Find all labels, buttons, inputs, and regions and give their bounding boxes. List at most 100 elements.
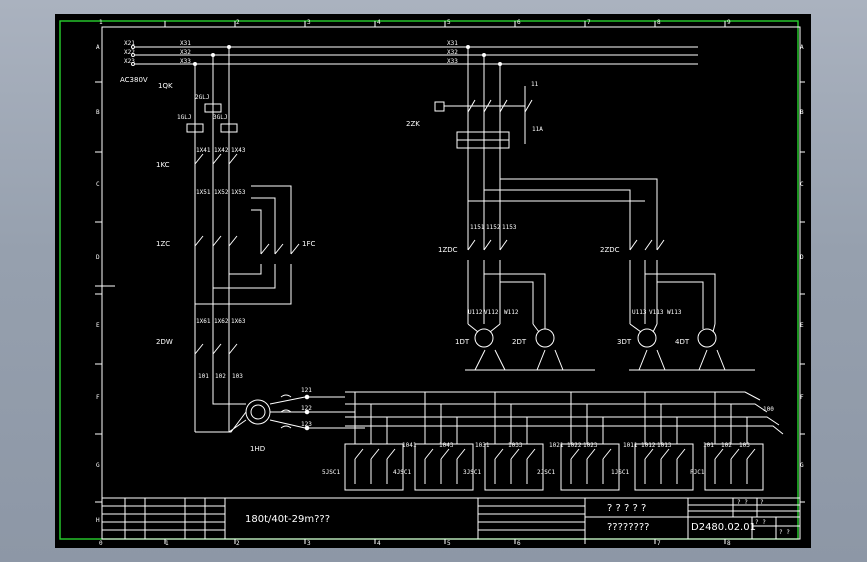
breaker-label: 1QK xyxy=(158,82,173,90)
electrical-schematic: 1 2 3 4 5 6 7 8 9 A B C D E F G H A B C … xyxy=(59,19,805,547)
drawing-canvas: 1 2 3 4 5 6 7 8 9 A B C D E F G H A B C … xyxy=(55,14,811,548)
aux-label-11a: 11A xyxy=(532,126,543,133)
limit-wire-102: 102 xyxy=(721,442,732,449)
wire-label-1x61: 1X61 xyxy=(196,318,211,325)
grid-row-d-right: D xyxy=(800,254,804,261)
limit-wire-1022: 1022 xyxy=(567,442,582,449)
grid-col-7: 7 xyxy=(587,19,591,26)
supply-bus: X21 X22 X23 X31 X32 X33 X31 X32 X33 AC38… xyxy=(120,40,698,90)
wire-label-1x43: 1X43 xyxy=(231,147,246,154)
grid-row-e-left: E xyxy=(96,322,100,329)
grid-bottom-5: 5 xyxy=(447,540,451,547)
limit-group-1jsc1: 1JSC1 xyxy=(611,469,629,476)
drawing-frame xyxy=(101,26,801,540)
relay-label-2dw: 2DW xyxy=(156,338,173,346)
grid-bottom-2: 2 xyxy=(236,540,240,547)
grid-row-e-right: E xyxy=(800,322,804,329)
limit-wire-1013: 1013 xyxy=(657,442,672,449)
sheet-border xyxy=(59,20,799,540)
wire-label-1x62: 1X62 xyxy=(214,318,229,325)
limit-wire-1023: 1023 xyxy=(583,442,598,449)
title-code-b: ? xyxy=(760,499,764,506)
limit-wire-103: 103 xyxy=(739,442,750,449)
motor-wire-label-u113: U113 xyxy=(632,309,647,316)
bus-label-right-x31: X31 xyxy=(447,40,458,47)
wire-label-101: 101 xyxy=(198,373,209,380)
limit-switch-section: 100 5JSC1 4JSC1 3JSC1 2JSC1 1JSC1 FJC1 1… xyxy=(307,391,784,491)
motor-label-3dt: 3DT xyxy=(617,338,632,346)
wire-label-1151: 1151 xyxy=(470,224,485,231)
grid-col-6: 6 xyxy=(517,19,521,26)
grid-col-2: 2 xyxy=(236,19,240,26)
grid-row-a-left: A xyxy=(96,44,100,51)
title-code-c: ? ? xyxy=(755,519,766,526)
drawing-number: D2480.02.01 xyxy=(691,522,756,533)
grid-bottom-3: 3 xyxy=(307,540,311,547)
grid-bottom-1: 1 xyxy=(165,540,169,547)
right-circuit: 2ZK 11 11A 1151 1152 1153 1ZDC 2ZDC U112… xyxy=(406,45,755,371)
relay-label-3glj: 3GLJ xyxy=(213,114,227,121)
grid-row-g-left: G xyxy=(96,462,100,469)
limit-wire-1021: 1021 xyxy=(549,442,564,449)
terminal-label-123: 123 xyxy=(301,421,312,428)
motor-label-4dt: 4DT xyxy=(675,338,690,346)
contactor-label-1kc: 1KC xyxy=(156,161,170,169)
wire-label-1153: 1153 xyxy=(502,224,517,231)
grid-row-d-left: D xyxy=(96,254,100,261)
grid-bottom-8: 8 xyxy=(727,540,731,547)
grid-row-c-right: C xyxy=(800,181,804,188)
grid-col-3: 3 xyxy=(307,19,311,26)
motor-wire-label-w112: W112 xyxy=(504,309,519,316)
bus-label-left-x32: X32 xyxy=(180,49,191,56)
title-code-a: ? ? xyxy=(737,499,748,506)
supply-voltage-label: AC380V xyxy=(120,76,148,84)
motor-wire-label-u112: U112 xyxy=(468,309,483,316)
wire-label-102: 102 xyxy=(215,373,226,380)
limit-wire-1033: 1033 xyxy=(508,442,523,449)
grid-row-f-left: F xyxy=(96,394,100,401)
aux-label-11: 11 xyxy=(531,81,539,88)
grid-col-9: 9 xyxy=(727,19,731,26)
contactor-label-2zdc: 2ZDC xyxy=(600,246,620,254)
contactor-label-1fc: 1FC xyxy=(302,240,315,248)
motor-wire-label-v113: V113 xyxy=(649,309,664,316)
drawing-title: 180t/40t-29m??? xyxy=(245,514,330,525)
grid-row-a-right: A xyxy=(800,44,804,51)
limit-group-3jsc1: 3JSC1 xyxy=(463,469,481,476)
limit-group-4jsc1: 4JSC1 xyxy=(393,469,411,476)
grid-bottom-0: 0 xyxy=(99,540,103,547)
grid-bottom-6: 6 xyxy=(517,540,521,547)
grid-col-5: 5 xyxy=(447,19,451,26)
limit-wire-1041: 1041 xyxy=(402,442,417,449)
grid-ticks xyxy=(95,21,805,544)
bus-label-left-x33: X33 xyxy=(180,58,191,65)
wire-label-1x52: 1X52 xyxy=(214,189,229,196)
grid-col-8: 8 xyxy=(657,19,661,26)
grid-labels: 1 2 3 4 5 6 7 8 9 A B C D E F G H A B C … xyxy=(96,19,804,547)
grid-row-b-right: B xyxy=(800,109,804,116)
terminal-label-121: 121 xyxy=(301,387,312,394)
contactor-label-1zdc: 1ZDC xyxy=(438,246,458,254)
limit-wire-1031: 1031 xyxy=(475,442,490,449)
bus-label-left-x31: X31 xyxy=(180,40,191,47)
switch-label-2zk: 2ZK xyxy=(406,120,420,128)
grid-row-f-right: F xyxy=(800,394,804,401)
grid-col-1: 1 xyxy=(99,19,103,26)
wire-label-1x63: 1X63 xyxy=(231,318,246,325)
hoist-motor-symbol xyxy=(195,370,310,433)
wire-label-103: 103 xyxy=(232,373,243,380)
input-label-x21: X21 xyxy=(124,40,135,47)
motor-label-2dt: 2DT xyxy=(512,338,527,346)
grid-row-c-left: C xyxy=(96,181,100,188)
bus-label-right-x32: X32 xyxy=(447,49,458,56)
wire-label-1152: 1152 xyxy=(486,224,501,231)
input-label-x23: X23 xyxy=(124,58,135,65)
limit-wire-101: 101 xyxy=(703,442,714,449)
input-label-x22: X22 xyxy=(124,49,135,56)
relay-label-1glj: 1GLJ xyxy=(177,114,191,121)
limit-wire-1043: 1043 xyxy=(439,442,454,449)
wire-label-1x51: 1X51 xyxy=(196,189,211,196)
limit-group-5jsc1: 5JSC1 xyxy=(322,469,340,476)
bus-label-right-x33: X33 xyxy=(447,58,458,65)
motor-wire-label-w113: W113 xyxy=(667,309,682,316)
